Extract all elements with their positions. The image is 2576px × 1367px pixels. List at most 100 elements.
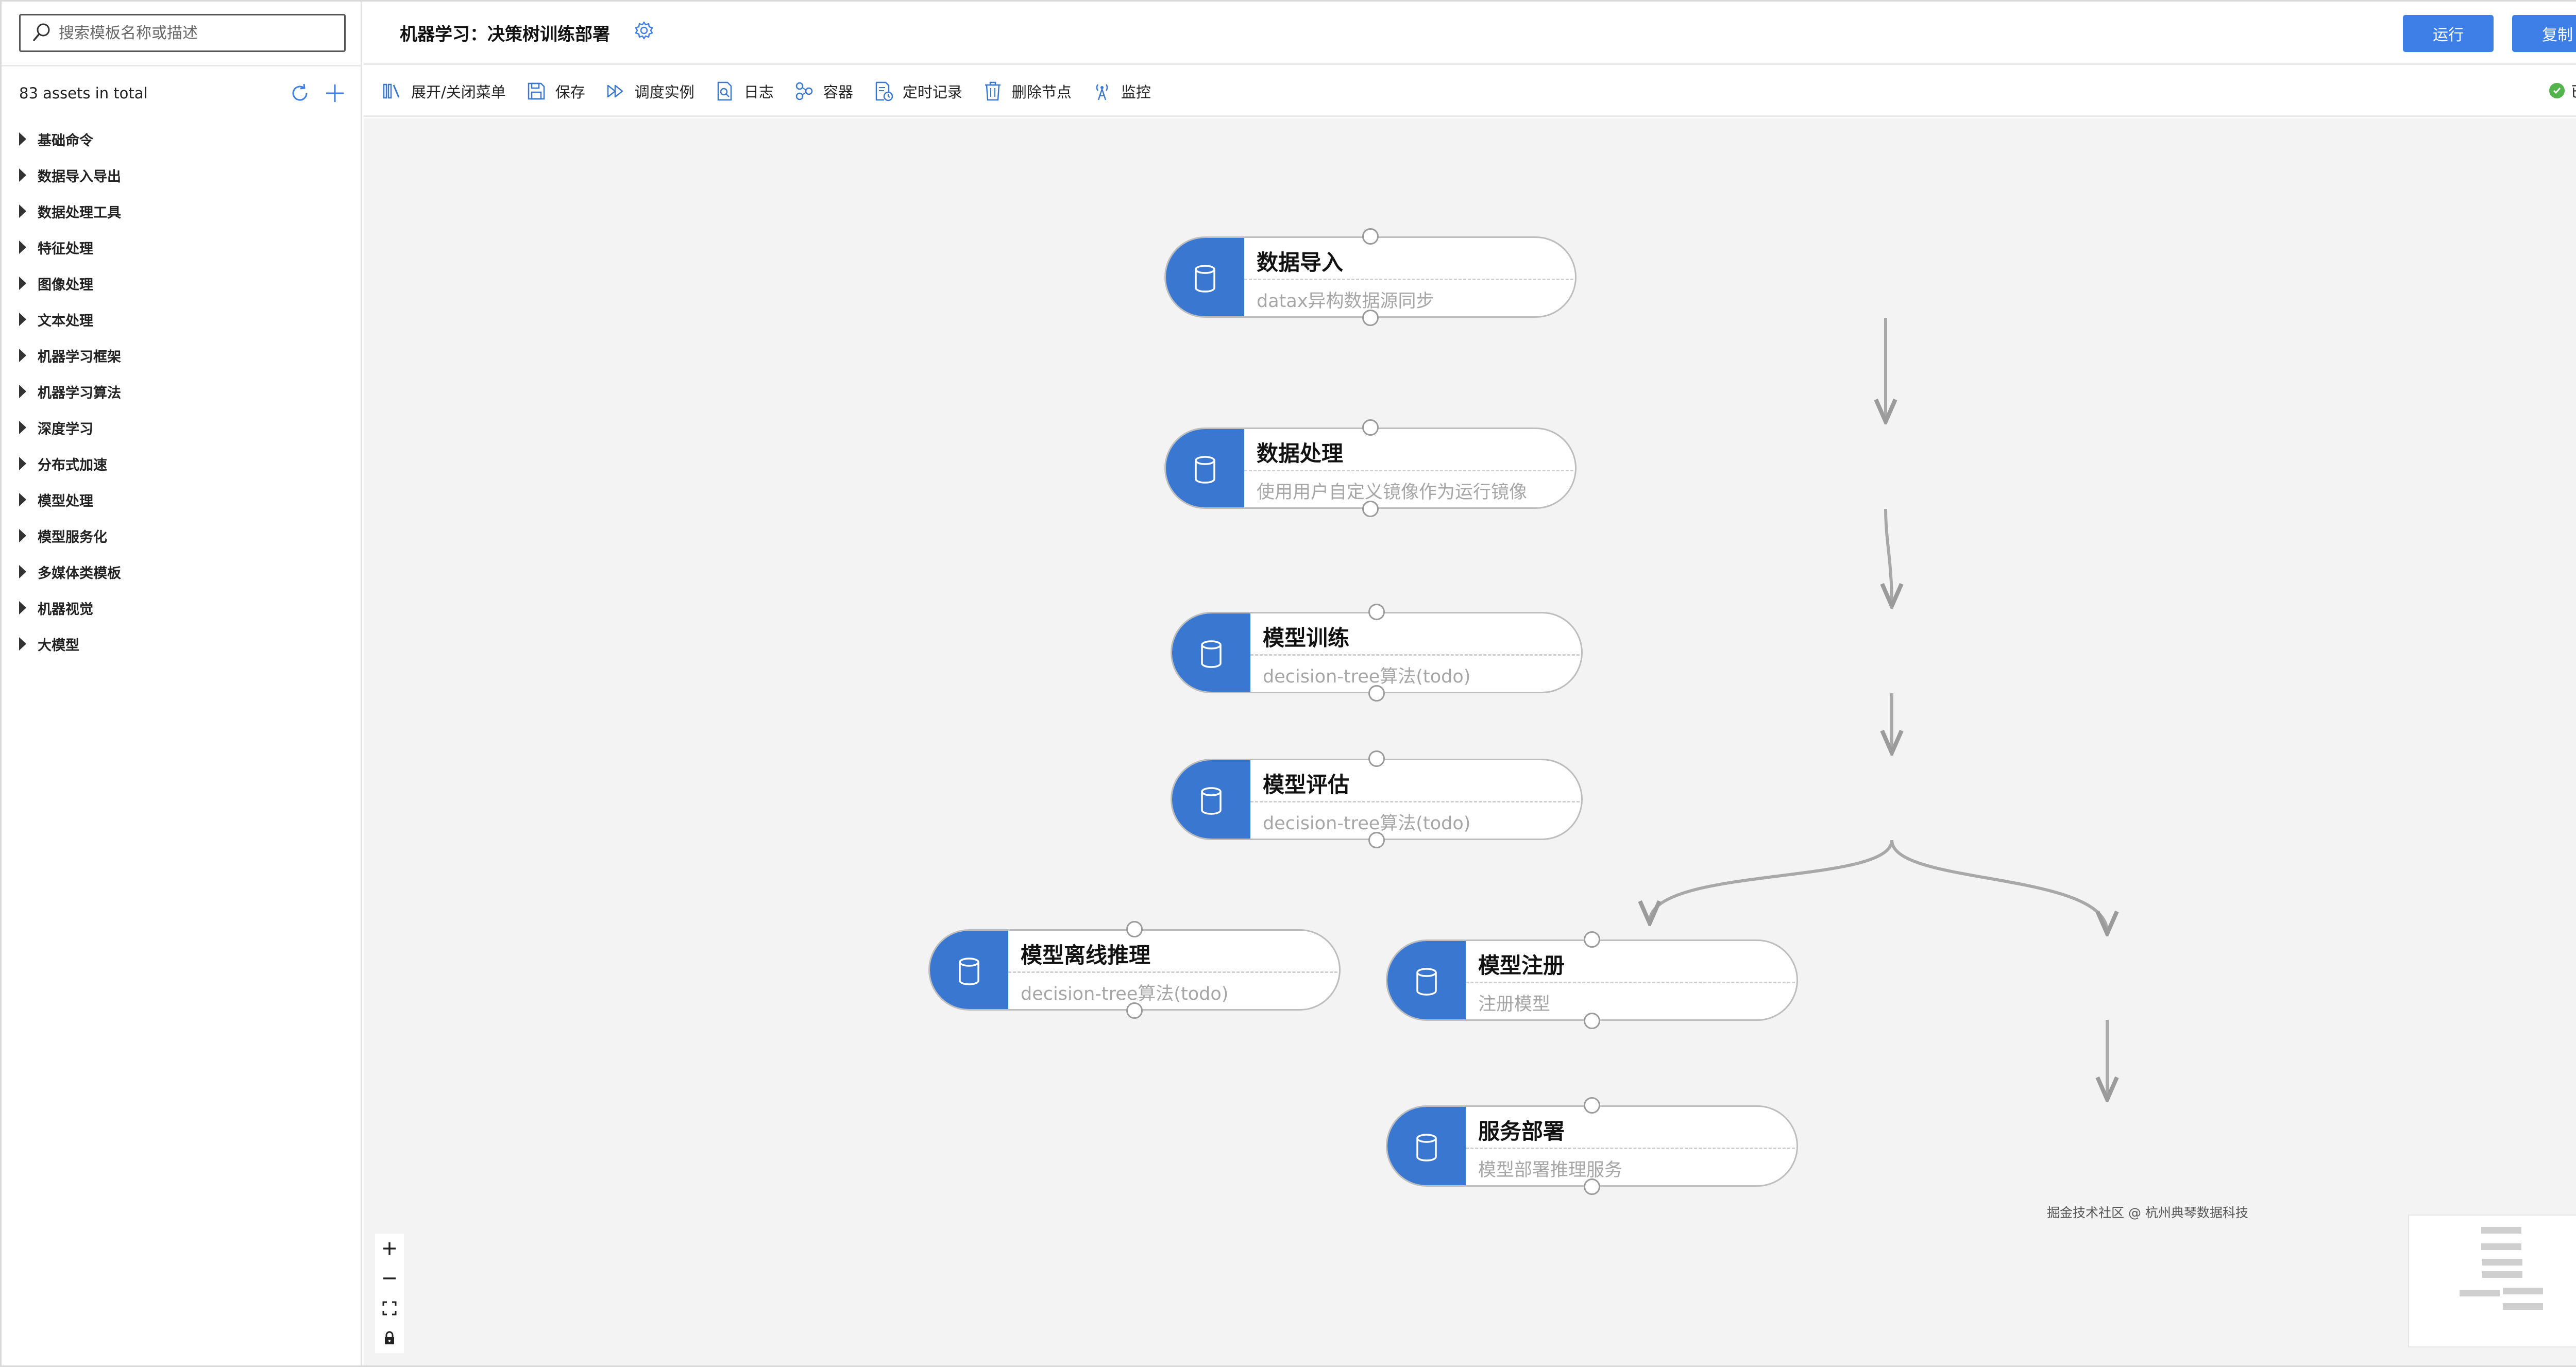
database-icon — [1166, 238, 1244, 316]
save-button[interactable]: 保存 — [526, 76, 585, 107]
category-label: 基础命令 — [38, 132, 93, 149]
output-port[interactable] — [1368, 832, 1385, 848]
file-search-icon — [717, 81, 732, 100]
output-port[interactable] — [1362, 310, 1379, 326]
category-item[interactable]: 机器视觉 — [15, 590, 355, 626]
minimap-node — [2460, 1290, 2500, 1296]
category-item[interactable]: 文本处理 — [15, 301, 355, 337]
pipeline-node[interactable]: 服务部署 模型部署推理服务 — [1386, 1097, 1798, 1195]
category-item[interactable]: 机器学习算法 — [15, 373, 355, 409]
pipeline-node[interactable]: 模型离线推理 decision-tree算法(todo) — [928, 921, 1341, 1019]
caret-right-icon — [19, 565, 26, 578]
node-divider — [1250, 801, 1581, 802]
fit-view-button[interactable] — [375, 1293, 404, 1323]
tool-label: 日志 — [743, 83, 774, 101]
template-search[interactable] — [19, 14, 346, 52]
tool-label: 调度实例 — [634, 83, 694, 101]
gear-icon[interactable] — [633, 19, 655, 42]
lock-canvas-button[interactable] — [375, 1323, 404, 1353]
minimap-node — [2482, 1271, 2522, 1278]
category-label: 模型处理 — [38, 493, 93, 509]
trash-icon — [985, 81, 1001, 100]
edge[interactable] — [1886, 508, 1892, 605]
timer-record-button[interactable]: 定时记录 — [873, 76, 962, 107]
pipeline-canvas[interactable]: 数据导入 datax异构数据源同步 数据处理 使用用户自定义镜像作为运行镜像 — [364, 118, 2576, 1365]
node-card: 模型评估 decision-tree算法(todo) — [1171, 759, 1583, 840]
input-port[interactable] — [1362, 419, 1379, 436]
pipeline-node[interactable]: 模型评估 decision-tree算法(todo) — [1171, 750, 1583, 848]
caret-right-icon — [19, 493, 26, 506]
pipeline-node[interactable]: 数据导入 datax异构数据源同步 — [1164, 228, 1577, 326]
category-item[interactable]: 数据导入导出 — [15, 157, 355, 193]
node-subtitle: 使用用户自定义镜像作为运行镜像 — [1257, 482, 1528, 503]
caret-right-icon — [19, 421, 26, 434]
save-icon — [528, 82, 545, 99]
canvas-minimap[interactable] — [2408, 1215, 2576, 1347]
edge[interactable] — [1650, 840, 1893, 922]
caret-right-icon — [19, 637, 26, 651]
category-item[interactable]: 基础命令 — [15, 121, 355, 157]
node-divider — [1466, 1148, 1797, 1149]
pipeline-node[interactable]: 模型注册 注册模型 — [1386, 931, 1798, 1029]
pipeline-title: 机器学习：决策树训练部署 — [400, 24, 610, 45]
library-icon — [383, 83, 400, 98]
node-subtitle: 注册模型 — [1478, 994, 1551, 1015]
zoom-out-button[interactable] — [375, 1263, 404, 1293]
category-item[interactable]: 模型服务化 — [15, 518, 355, 554]
input-port[interactable] — [1126, 921, 1143, 937]
input-port[interactable] — [1368, 750, 1385, 767]
antenna-icon — [1096, 83, 1108, 100]
search-icon — [33, 23, 50, 41]
zoom-controls — [375, 1234, 404, 1353]
category-item[interactable]: 模型处理 — [15, 482, 355, 518]
category-item[interactable]: 机器学习框架 — [15, 337, 355, 373]
pipeline-node[interactable]: 数据处理 使用用户自定义镜像作为运行镜像 — [1164, 419, 1577, 517]
log-button[interactable]: 日志 — [714, 76, 774, 107]
node-title: 服务部署 — [1478, 1119, 1565, 1144]
database-icon — [1166, 429, 1244, 507]
category-item[interactable]: 图像处理 — [15, 265, 355, 301]
delete-node-button[interactable]: 删除节点 — [982, 76, 1072, 107]
template-sidebar: 83 assets in total 基础命令 数据导入导出 数据处理工具 特征… — [2, 2, 362, 1365]
pipeline-header: 机器学习：决策树训练部署 运行 复制 — [364, 2, 2576, 65]
monitor-button[interactable]: 监控 — [1091, 76, 1151, 107]
pipeline-node[interactable]: 模型训练 decision-tree算法(todo) — [1171, 604, 1583, 702]
caret-right-icon — [19, 529, 26, 542]
category-item[interactable]: 特征处理 — [15, 229, 355, 265]
category-item[interactable]: 大模型 — [15, 626, 355, 662]
node-divider — [1244, 279, 1575, 280]
output-port[interactable] — [1584, 1013, 1600, 1029]
edge[interactable] — [1890, 840, 2107, 932]
output-port[interactable] — [1362, 501, 1379, 517]
category-item[interactable]: 深度学习 — [15, 409, 355, 446]
input-port[interactable] — [1362, 228, 1379, 245]
node-title: 模型训练 — [1263, 625, 1350, 651]
category-item[interactable]: 多媒体类模板 — [15, 554, 355, 590]
output-port[interactable] — [1368, 685, 1385, 702]
database-icon — [1172, 613, 1250, 692]
pipeline-toolbar: 展开/关闭菜单 保存 调度实例 日志 — [364, 66, 2576, 117]
zoom-in-button[interactable] — [375, 1234, 404, 1263]
refresh-button[interactable] — [286, 79, 314, 107]
template-search-input[interactable] — [59, 24, 337, 42]
category-item[interactable]: 数据处理工具 — [15, 193, 355, 229]
copy-button[interactable]: 复制 — [2512, 15, 2576, 52]
add-template-button[interactable] — [321, 79, 349, 107]
output-port[interactable] — [1126, 1002, 1143, 1019]
input-port[interactable] — [1368, 604, 1385, 620]
output-port[interactable] — [1584, 1178, 1600, 1195]
input-port[interactable] — [1584, 1097, 1600, 1114]
sidebar-divider — [2, 65, 361, 66]
category-item[interactable]: 分布式加速 — [15, 446, 355, 482]
caret-right-icon — [19, 313, 26, 326]
run-button[interactable]: 运行 — [2403, 15, 2494, 52]
schedule-instance-button[interactable]: 调度实例 — [605, 76, 694, 107]
container-button[interactable]: 容器 — [793, 76, 853, 107]
node-title: 模型注册 — [1478, 953, 1565, 978]
node-divider — [1466, 982, 1797, 983]
input-port[interactable] — [1584, 931, 1600, 948]
node-card: 数据处理 使用用户自定义镜像作为运行镜像 — [1164, 428, 1577, 509]
toggle-menu-button[interactable]: 展开/关闭菜单 — [381, 76, 506, 107]
node-title: 数据处理 — [1257, 441, 1344, 466]
node-title: 模型评估 — [1263, 772, 1350, 797]
